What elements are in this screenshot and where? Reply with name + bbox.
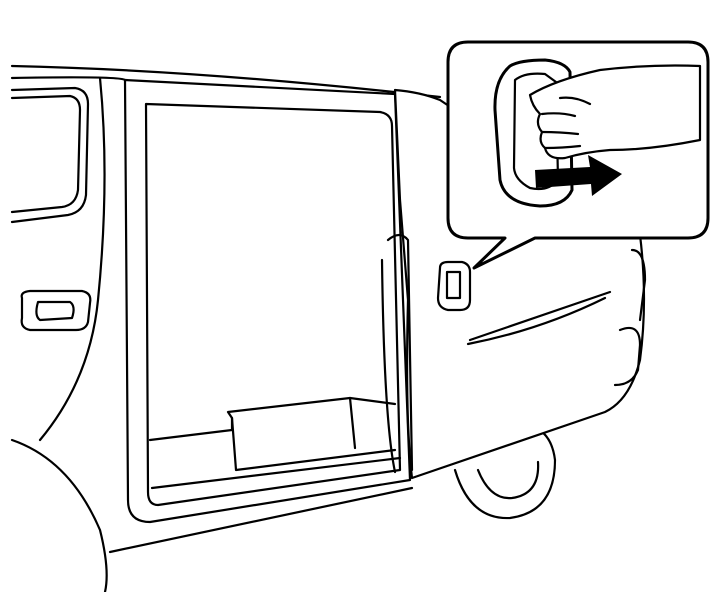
- rear-wheel-hub: [476, 460, 540, 500]
- rear-handle: [35, 300, 75, 322]
- body-pillar: [38, 76, 106, 442]
- roof-line: [10, 64, 442, 99]
- door-handle-recess: [436, 260, 472, 312]
- detail-callout: [446, 40, 710, 270]
- door-opening: [123, 78, 412, 524]
- handle-housing-inner: [512, 72, 560, 191]
- door-opening-inner: [144, 102, 402, 507]
- rear-window: [10, 86, 90, 224]
- door-lower-crease: [466, 296, 607, 346]
- rear-bumper-corner: [613, 248, 647, 387]
- rear-window-inner: [10, 94, 82, 214]
- door-front-edge: [386, 233, 414, 472]
- sill-line: [108, 486, 414, 554]
- door-handle: [445, 270, 462, 300]
- pull-arrow-icon: [535, 155, 622, 196]
- floor-edge: [150, 456, 402, 490]
- rear-handle-recess: [20, 289, 92, 332]
- door-crease-line: [468, 290, 612, 342]
- finger-lines: [540, 96, 592, 150]
- floor-step: [148, 396, 397, 442]
- rear-wheel-arch: [10, 438, 108, 592]
- handle-housing: [493, 58, 574, 208]
- roof-inner-line: [10, 76, 127, 82]
- door-front-edge-inner: [380, 258, 397, 474]
- hand: [528, 64, 702, 160]
- door-opening-frame: [123, 78, 412, 524]
- van-body: [10, 64, 442, 592]
- floor-step-box: [230, 396, 397, 472]
